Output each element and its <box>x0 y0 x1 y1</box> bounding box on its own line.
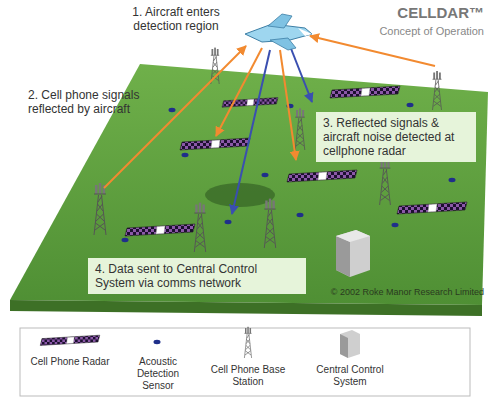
legend-entry: Central Control System <box>305 364 395 388</box>
legend-text: Central Control System <box>316 364 383 387</box>
board-edge <box>10 300 482 316</box>
legend-box <box>20 328 470 396</box>
legend-text: Acoustic Detection Sensor <box>137 356 179 391</box>
ground-board <box>10 64 488 305</box>
legend-entry: Cell Phone Radar <box>30 356 110 368</box>
callout-text: 4. Data sent to Central Control System v… <box>95 262 299 290</box>
subtitle: Concept of Operation <box>330 25 484 38</box>
central-control-symbol <box>336 230 370 277</box>
callout-text: 3. Reflected signals & aircraft noise de… <box>323 116 469 158</box>
legend-text: Cell Phone Base Station <box>211 364 286 387</box>
legend-entry: Acoustic Detection Sensor <box>122 356 194 392</box>
aircraft-shadow <box>205 183 275 207</box>
aircraft <box>245 14 312 50</box>
legend-entry: Cell Phone Base Station <box>210 364 286 388</box>
copyright-note: © 2002 Roke Manor Research Limited <box>306 287 484 298</box>
diagram-title: CELLDAR™ <box>330 6 484 20</box>
callout-box: 3. Reflected signals & aircraft noise de… <box>316 112 476 162</box>
callout-text: 2. Cell phone signals reflected by aircr… <box>28 88 156 116</box>
callout-box: 4. Data sent to Central Control System v… <box>88 258 306 294</box>
callout-text: 1. Aircraft enters detection region <box>112 5 240 33</box>
legend-sensor-sample <box>154 340 161 344</box>
legend-text: Cell Phone Radar <box>31 356 110 367</box>
legend-control-sample <box>340 330 360 358</box>
